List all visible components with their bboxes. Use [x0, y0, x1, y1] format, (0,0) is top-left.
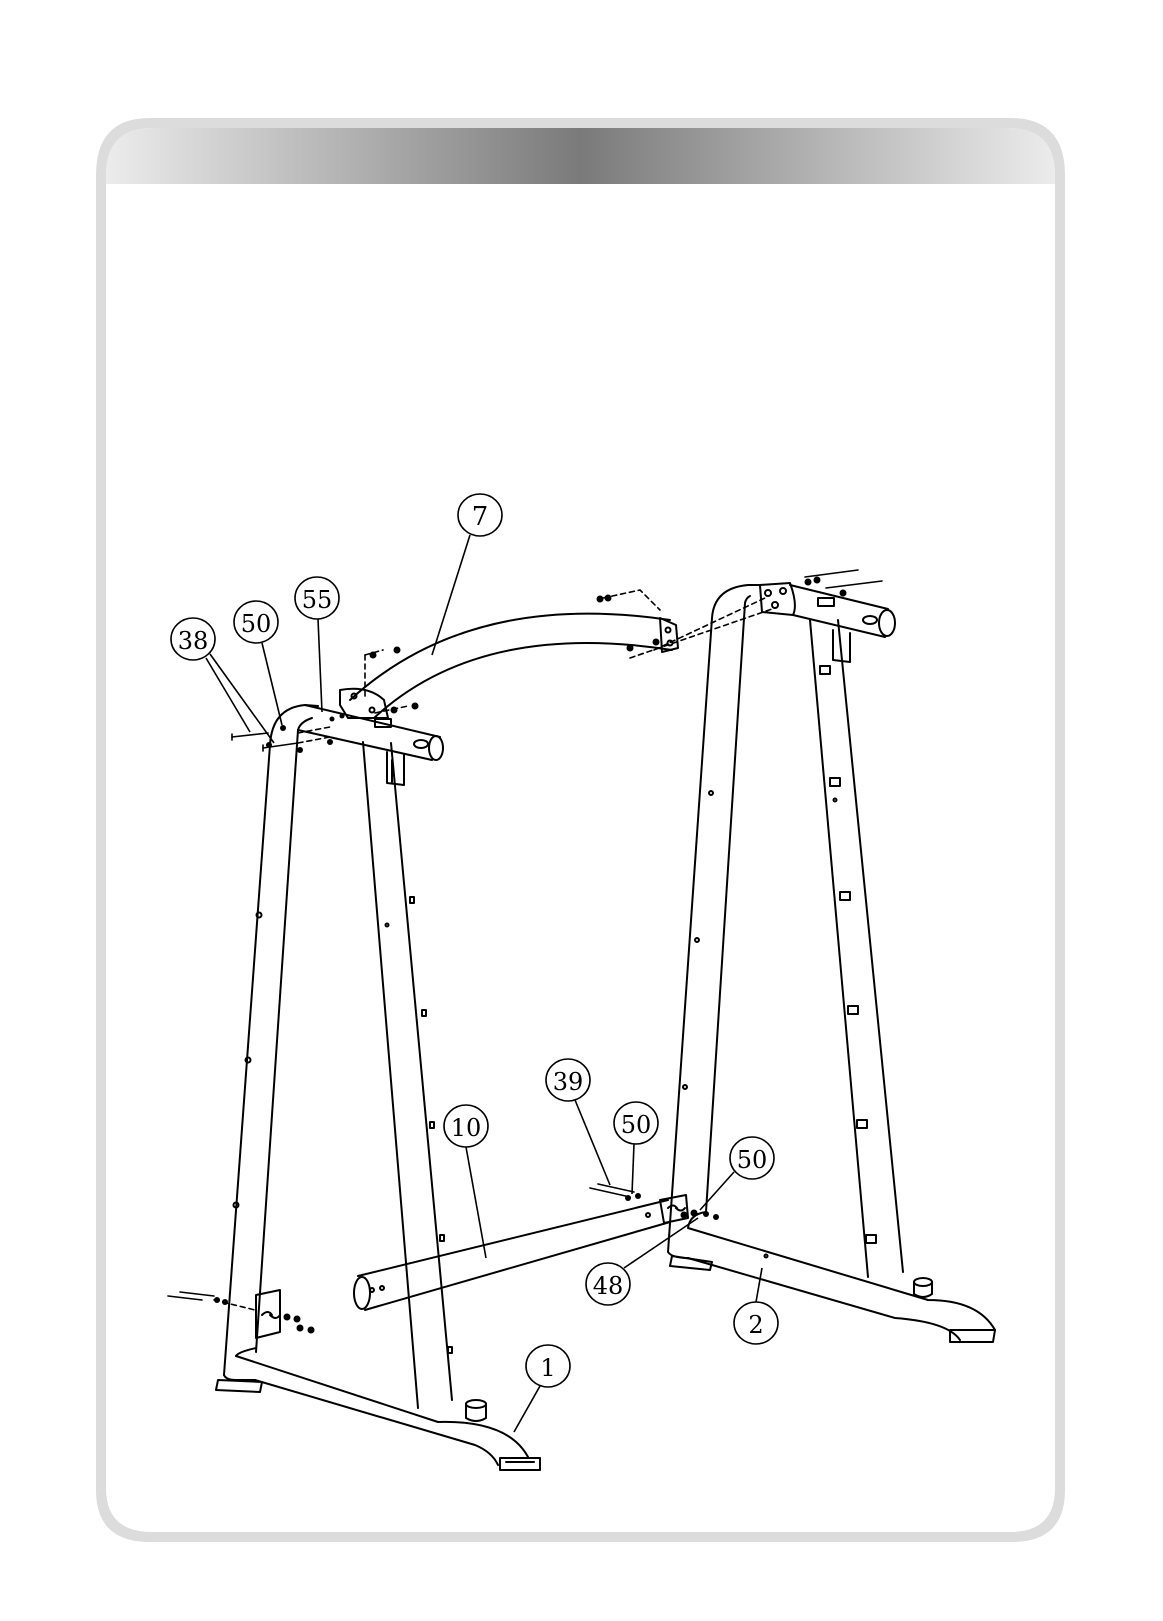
page-frame [96, 118, 1065, 1542]
callout-10-label: 10 [451, 1114, 482, 1142]
callout-50-right-label: 50 [737, 1146, 768, 1174]
callout-50-top-label: 50 [241, 610, 272, 638]
callout-38-label: 38 [178, 627, 209, 655]
callout-55-label: 55 [302, 586, 333, 614]
callout-50-mid-label: 50 [621, 1111, 652, 1139]
callout-48-label: 48 [593, 1272, 624, 1300]
callout-7-label: 7 [472, 502, 489, 532]
callout-1-label: 1 [540, 1354, 555, 1382]
callout-2-label: 2 [748, 1311, 763, 1339]
header-bar [106, 128, 1055, 184]
callout-39-label: 39 [553, 1068, 584, 1096]
